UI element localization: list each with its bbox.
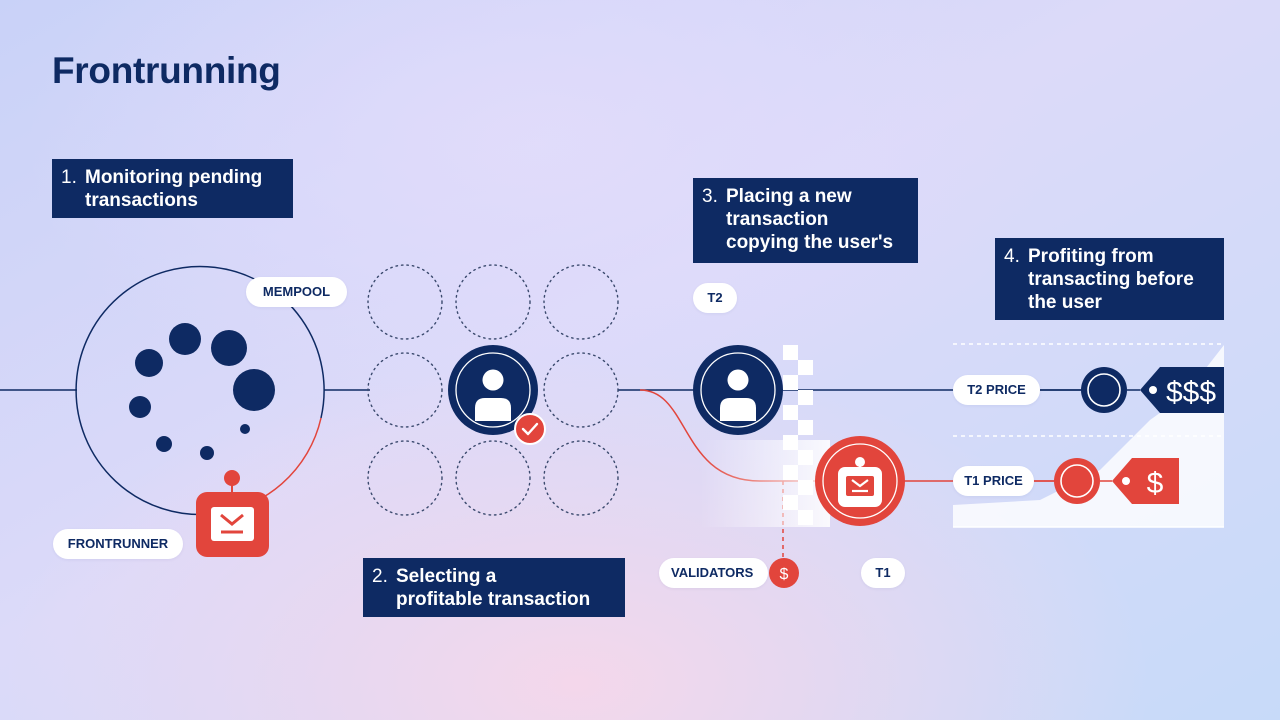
pending-transactions [129,323,275,460]
check-icon [514,413,546,445]
step-text: Profiting from transacting before the us… [1028,246,1194,313]
step-number: 3. [702,186,718,207]
t2-price-value: $$$ [1166,376,1216,409]
t1-price-tag-icon [1112,458,1179,504]
step-number: 1. [61,167,77,188]
frontrunner-transaction-icon [815,436,905,526]
step-2-selecting: 2. Selecting a profitable transaction [363,558,625,617]
user-transaction-icon [693,345,783,435]
dollar-icon: $ [769,558,799,588]
checker-column [783,345,813,525]
t1-price-value: $ [1147,467,1164,500]
frontrunner-robot-icon [196,470,269,557]
step-4-profiting: 4. Profiting from transacting before the… [995,238,1224,320]
step-1-monitoring: 1. Monitoring pending transactions [52,159,293,218]
t2-price-marker [1081,367,1140,413]
step-3-placing: 3. Placing a new transaction copying the… [693,178,918,263]
t1-label: T1 [861,558,905,588]
transaction-pool-grid [367,264,619,516]
step-number: 4. [1004,246,1020,267]
validator-fee: $ [780,566,789,583]
page-title: Frontrunning [52,50,281,91]
t1-price-marker [1054,458,1112,504]
t1-price-label: T1 PRICE [953,466,1034,496]
selected-user-icon [448,345,538,435]
frontrunner-label: FRONTRUNNER [53,529,183,559]
mempool-label: MEMPOOL [246,277,347,307]
t2-label: T2 [693,283,737,313]
step-text: Selecting a profitable transaction [396,566,591,610]
validators-label: VALIDATORS [659,558,768,588]
t2-price-tag-icon [1140,367,1224,413]
t2-price-label: T2 PRICE [953,375,1040,405]
step-number: 2. [372,566,388,587]
step-text: Monitoring pending transactions [85,167,263,211]
step-text: Placing a new transaction copying the us… [726,186,894,253]
mempool-circle [75,265,325,516]
